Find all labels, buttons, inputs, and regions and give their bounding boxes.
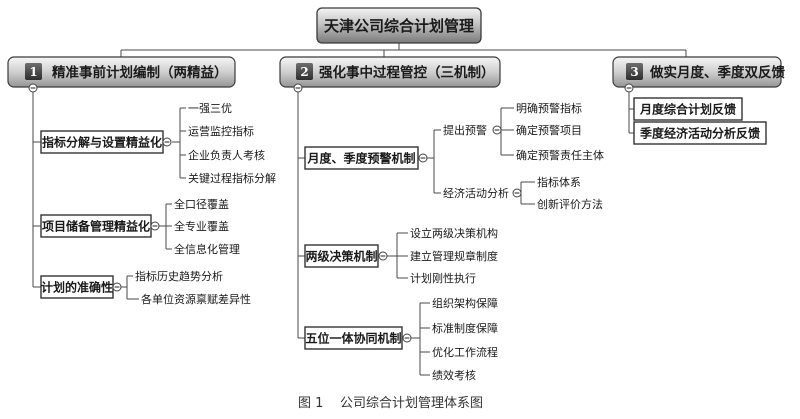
leaf-item: 计划刚性执行 (410, 271, 476, 285)
branch-number-2: 2 (300, 65, 308, 79)
node-plan-accuracy[interactable]: 计划的准确性 (40, 275, 114, 299)
leaf-item: 确定预警项目 (516, 123, 582, 137)
node-two-level-decision[interactable]: 两级决策机制 (304, 244, 379, 268)
svg-text:计划的准确性: 计划的准确性 (41, 280, 113, 295)
leaf-item: 企业负责人考核 (188, 148, 265, 162)
leaf-list-analysis: 指标体系 创新评价方法 (537, 175, 603, 211)
branch-header-3[interactable]: 3 做实月度、季度双反馈 (612, 56, 785, 88)
node-five-in-one[interactable]: 五位一体协同机制 (304, 326, 403, 350)
branch-header-2[interactable]: 2 强化事中过程管控（三机制） (279, 56, 501, 88)
node-monthly-feedback[interactable]: 月度综合计划反馈 (633, 97, 743, 121)
leaf-item: 设立两级决策机构 (410, 226, 498, 240)
node-indicator-decomposition[interactable]: 指标分解与设置精益化 (40, 130, 164, 154)
collapse-toggle[interactable] (418, 153, 428, 163)
svg-text:月度综合计划反馈: 月度综合计划反馈 (639, 102, 736, 117)
leaf-list-collaboration: 组织架构保障 标准制度保障 优化工作流程 绩效考核 (432, 296, 498, 382)
svg-text:月度、季度预警机制: 月度、季度预警机制 (306, 151, 415, 166)
leaf-item: 绩效考核 (432, 368, 476, 382)
figure-caption: 图 1 公司综合计划管理体系图 (298, 396, 483, 411)
leaf-item: 建立管理规章制度 (410, 249, 498, 263)
leaf-list-warning: 明确预警指标 确定预警项目 确定预警责任主体 (516, 101, 604, 162)
figure-title: 公司综合计划管理体系图 (340, 396, 483, 411)
svg-text:季度经济活动分析反馈: 季度经济活动分析反馈 (639, 126, 760, 141)
root-title: 天津公司综合计划管理 (324, 17, 474, 35)
collapse-toggle-branch-1[interactable] (28, 83, 38, 93)
collapse-toggle[interactable] (512, 188, 522, 198)
leaf-item: 全口径覆盖 (174, 197, 229, 211)
subgroup-raise-warning: 提出预警 (443, 123, 487, 137)
collapse-toggle[interactable] (378, 251, 388, 261)
leaf-item: 确定预警责任主体 (516, 148, 604, 162)
collapse-toggle[interactable] (492, 125, 502, 135)
svg-text:两级决策机制: 两级决策机制 (305, 249, 377, 264)
leaf-item: 各单位资源禀赋差异性 (141, 292, 251, 306)
branch-title-1: 精准事前计划编制（两精益） (52, 64, 228, 81)
leaf-list-decision: 设立两级决策机构 建立管理规章制度 计划刚性执行 (410, 226, 498, 285)
branch-number-3: 3 (630, 65, 638, 79)
branch-number-1: 1 (29, 65, 37, 79)
branch-title-3: 做实月度、季度双反馈 (649, 64, 785, 81)
collapse-toggle-branch-3[interactable] (624, 83, 634, 93)
collapse-toggle[interactable] (112, 282, 122, 292)
node-quarterly-feedback[interactable]: 季度经济活动分析反馈 (633, 121, 767, 145)
leaf-item: 指标历史趋势分析 (135, 269, 223, 283)
leaf-list-accuracy: 指标历史趋势分析 各单位资源禀赋差异性 (135, 269, 251, 306)
connector-lines (32, 43, 687, 376)
collapse-toggle[interactable] (162, 137, 172, 147)
leaf-list-indicators: 一强三优 运营监控指标 企业负责人考核 关键过程指标分解 (188, 102, 276, 185)
figure-number: 图 1 (298, 396, 323, 411)
node-warning-mechanism[interactable]: 月度、季度预警机制 (304, 146, 419, 170)
leaf-item: 优化工作流程 (432, 345, 498, 359)
leaf-item: 创新评价方法 (537, 197, 603, 211)
leaf-item: 组织架构保障 (432, 296, 498, 310)
svg-text:指标分解与设置精益化: 指标分解与设置精益化 (42, 135, 162, 150)
branch-header-1[interactable]: 1 精准事前计划编制（两精益） (7, 56, 236, 88)
svg-text:五位一体协同机制: 五位一体协同机制 (305, 331, 401, 346)
subgroup-economic-analysis: 经济活动分析 (443, 186, 509, 200)
collapse-toggle[interactable] (402, 333, 412, 343)
root-node: 天津公司综合计划管理 (316, 7, 482, 44)
leaf-item: 标准制度保障 (432, 321, 498, 335)
leaf-list-project: 全口径覆盖 全专业覆盖 全信息化管理 (174, 197, 240, 256)
leaf-item: 一强三优 (188, 102, 232, 115)
leaf-item: 指标体系 (537, 175, 581, 189)
node-project-reserve[interactable]: 项目储备管理精益化 (40, 214, 152, 238)
collapse-toggle[interactable] (150, 221, 160, 231)
leaf-item: 全专业覆盖 (174, 219, 229, 233)
collapse-toggle-branch-2[interactable] (293, 83, 303, 93)
leaf-item: 运营监控指标 (188, 124, 254, 138)
leaf-item: 明确预警指标 (516, 101, 582, 115)
svg-text:项目储备管理精益化: 项目储备管理精益化 (42, 219, 150, 234)
leaf-item: 全信息化管理 (174, 242, 240, 256)
leaf-item: 关键过程指标分解 (188, 171, 276, 185)
branch-title-2: 强化事中过程管控（三机制） (319, 64, 495, 81)
